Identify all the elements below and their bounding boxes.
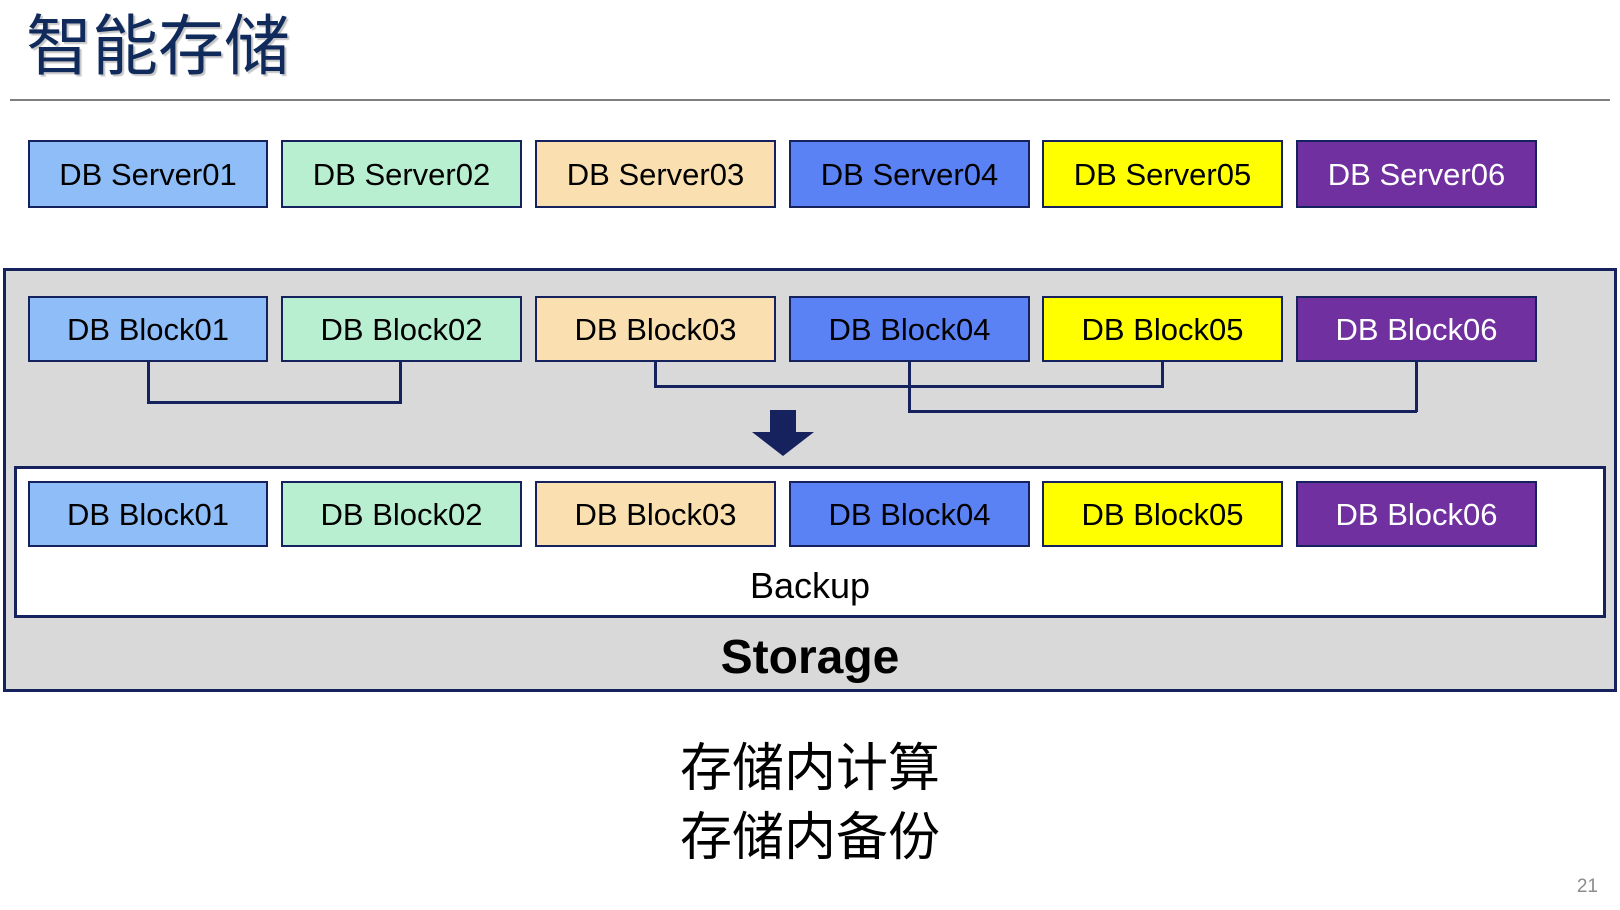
connector-block01-block02-bridge <box>147 401 402 404</box>
backup-block-box-2[interactable]: DB Block02 <box>281 481 522 547</box>
db-server-box-4[interactable]: DB Server04 <box>789 140 1030 208</box>
db-block-box-1[interactable]: DB Block01 <box>28 296 268 362</box>
title-divider <box>10 99 1610 101</box>
down-arrow-icon <box>752 410 814 456</box>
db-server-label: DB Server02 <box>312 156 491 192</box>
db-block-label: DB Block06 <box>1335 311 1498 347</box>
db-block-box-4[interactable]: DB Block04 <box>789 296 1030 362</box>
db-server-box-6[interactable]: DB Server06 <box>1296 140 1537 208</box>
backup-block-box-4[interactable]: DB Block04 <box>789 481 1030 547</box>
db-block-label: DB Block05 <box>1081 311 1244 347</box>
connector-block06-stem <box>1415 362 1418 412</box>
connector-block05-stem <box>1161 362 1164 387</box>
db-server-box-5[interactable]: DB Server05 <box>1042 140 1283 208</box>
db-block-label: DB Block01 <box>67 311 229 347</box>
db-block-label: DB Block04 <box>828 311 991 347</box>
db-server-label: DB Server01 <box>59 156 237 192</box>
caption-line-2: 存储内备份 <box>679 809 940 868</box>
connector-block01-stem <box>147 362 150 404</box>
connector-block04-block06-bridge <box>908 410 1417 413</box>
db-server-box-1[interactable]: DB Server01 <box>28 140 268 208</box>
backup-block-label: DB Block02 <box>320 496 483 532</box>
backup-block-label: DB Block06 <box>1335 496 1498 532</box>
db-block-box-5[interactable]: DB Block05 <box>1042 296 1283 362</box>
backup-block-box-3[interactable]: DB Block03 <box>535 481 776 547</box>
backup-block-box-5[interactable]: DB Block05 <box>1042 481 1283 547</box>
db-server-label: DB Server03 <box>566 156 745 192</box>
backup-block-label: DB Block04 <box>828 496 991 532</box>
db-server-label: DB Server06 <box>1327 156 1506 192</box>
db-server-label: DB Server05 <box>1073 156 1252 192</box>
connector-block04-stem <box>908 362 911 412</box>
page-title: 智能存储 <box>26 9 290 83</box>
backup-block-box-6[interactable]: DB Block06 <box>1296 481 1537 547</box>
db-server-label: DB Server04 <box>820 156 999 192</box>
backup-label: Backup <box>749 565 871 606</box>
caption-block: 存储内计算 存储内备份 <box>0 735 1620 873</box>
db-block-label: DB Block03 <box>574 311 737 347</box>
db-server-box-3[interactable]: DB Server03 <box>535 140 776 208</box>
backup-block-label: DB Block01 <box>67 496 229 532</box>
storage-label: Storage <box>720 631 900 684</box>
backup-block-box-1[interactable]: DB Block01 <box>28 481 268 547</box>
db-block-label: DB Block02 <box>320 311 483 347</box>
backup-block-label: DB Block05 <box>1081 496 1244 532</box>
db-block-box-2[interactable]: DB Block02 <box>281 296 522 362</box>
db-block-box-3[interactable]: DB Block03 <box>535 296 776 362</box>
db-block-box-6[interactable]: DB Block06 <box>1296 296 1537 362</box>
caption-line-1: 存储内计算 <box>679 740 940 798</box>
connector-block02-stem <box>399 362 402 404</box>
page-number: 21 <box>1576 876 1598 897</box>
db-server-box-2[interactable]: DB Server02 <box>281 140 522 208</box>
backup-block-label: DB Block03 <box>574 496 737 532</box>
connector-block03-stem <box>654 362 657 387</box>
